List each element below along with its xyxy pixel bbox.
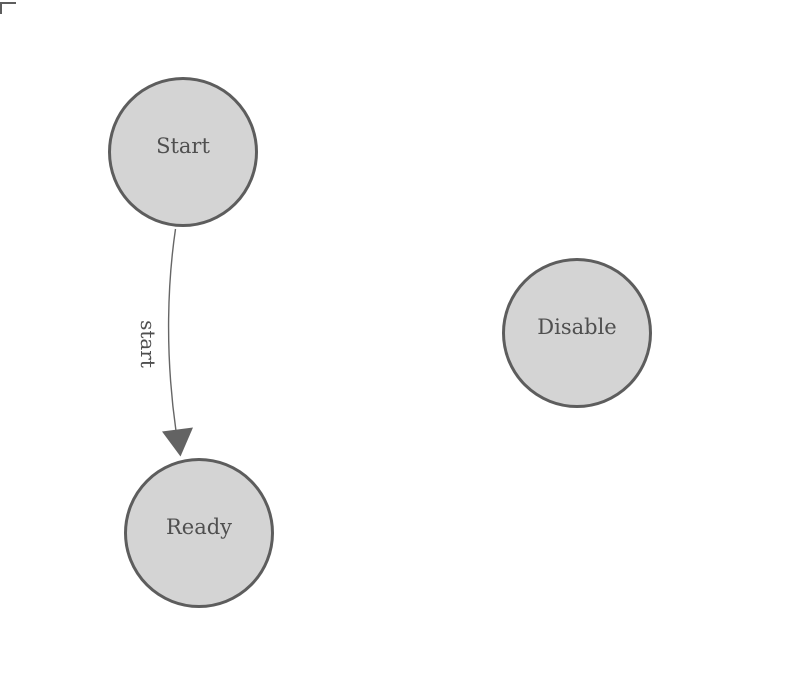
state-node-disable-label: Disable bbox=[537, 315, 617, 339]
state-node-start[interactable]: Start bbox=[108, 77, 258, 227]
state-node-disable[interactable]: Disable bbox=[502, 258, 652, 408]
edge-label-start[interactable]: start bbox=[136, 320, 160, 368]
state-node-ready-label: Ready bbox=[165, 515, 233, 539]
edge-arrowhead bbox=[162, 427, 193, 457]
corner-bracket-horizontal bbox=[0, 2, 16, 4]
state-node-start-label: Start bbox=[156, 134, 210, 158]
corner-bracket-vertical bbox=[0, 2, 2, 14]
state-node-ready[interactable]: Ready bbox=[124, 458, 274, 608]
transition-edge-start-to-ready[interactable] bbox=[167, 228, 177, 432]
